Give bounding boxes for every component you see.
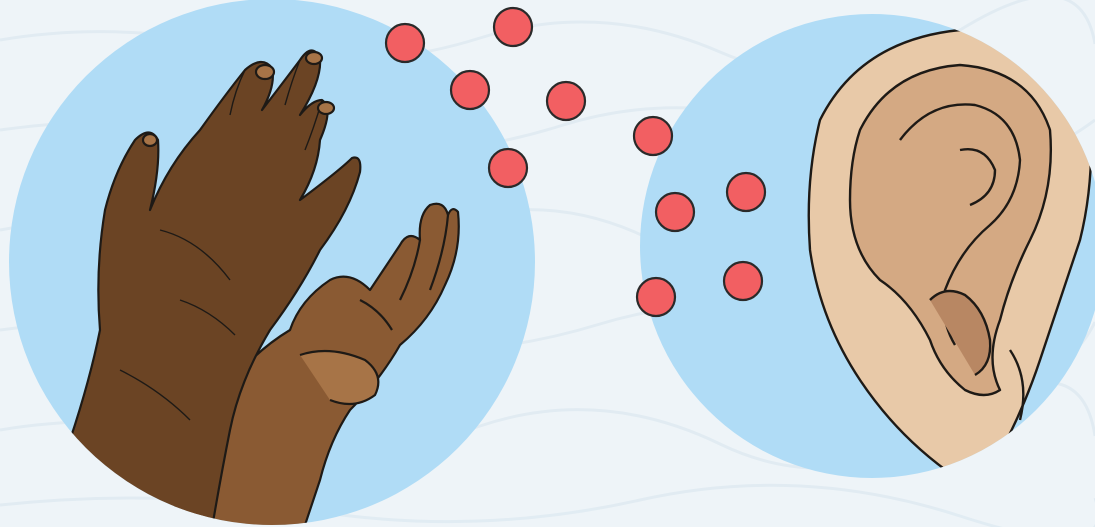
- sound-dot: [489, 149, 527, 187]
- sound-dot: [656, 193, 694, 231]
- sound-dot: [386, 24, 424, 62]
- sound-dot: [637, 278, 675, 316]
- sound-dot: [451, 71, 489, 109]
- sound-dot: [634, 117, 672, 155]
- sound-dot: [724, 262, 762, 300]
- sound-dot: [547, 82, 585, 120]
- sound-dot: [494, 8, 532, 46]
- sound-dot: [727, 173, 765, 211]
